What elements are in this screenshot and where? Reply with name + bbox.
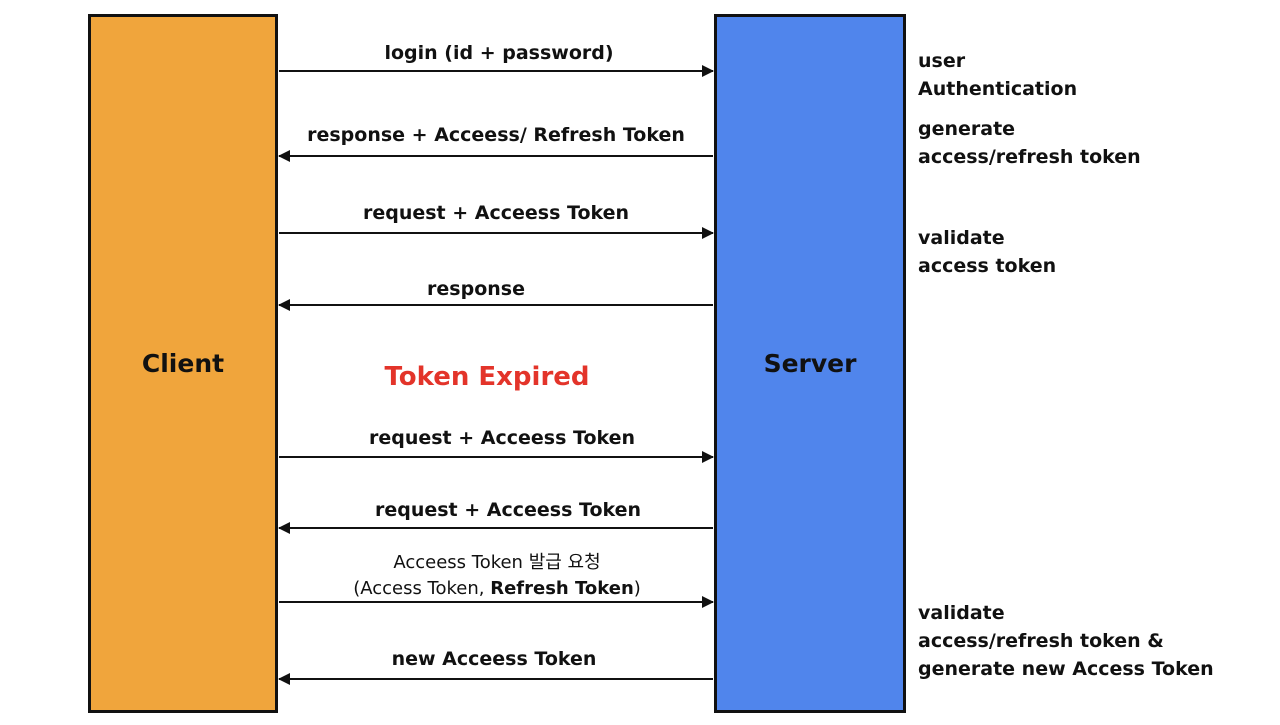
message-reissue-line1: Acceess Token 발급 요청 (393, 552, 601, 573)
note-validate-generate: validate access/refresh token & generate… (918, 599, 1214, 683)
message-reissue-request: Acceess Token 발급 요청 (Access Token, Refre… (353, 550, 641, 602)
note-1-line2: Authentication (918, 78, 1078, 100)
client-box: Client (88, 14, 278, 713)
note-4-line1: validate (918, 602, 1005, 624)
note-2-line1: generate (918, 118, 1016, 140)
note-validate-access: validate access token (918, 224, 1056, 280)
message-login: login (id + password) (384, 42, 614, 64)
message-request-back: request + Acceess Token (374, 499, 642, 521)
note-4-line3: generate new Access Token (918, 658, 1214, 680)
server-box: Server (714, 14, 906, 713)
note-user-authentication: user Authentication (918, 47, 1077, 103)
note-generate-tokens: generate access/refresh token (918, 115, 1141, 171)
message-response: response (427, 278, 525, 300)
message-request-expired: request + Acceess Token (368, 427, 636, 449)
message-reissue-line2-c: ) (633, 578, 641, 599)
message-new-access-token: new Acceess Token (391, 648, 597, 670)
note-1-line1: user (918, 50, 966, 72)
message-reissue-line2-b: Refresh Token (490, 578, 634, 599)
note-3-line2: access token (918, 255, 1057, 277)
message-reissue-line2-a: (Access Token, (353, 578, 491, 599)
note-3-line1: validate (918, 227, 1005, 249)
token-expired-label: Token Expired (384, 362, 590, 392)
client-label: Client (141, 349, 225, 378)
server-label: Server (763, 349, 857, 378)
note-4-line2: access/refresh token & (918, 630, 1164, 652)
message-request-access: request + Acceess Token (362, 202, 630, 224)
message-response-tokens: response + Acceess/ Refresh Token (307, 124, 685, 146)
note-2-line2: access/refresh token (918, 146, 1141, 168)
message-reissue-line2: (Access Token, Refresh Token) (353, 576, 641, 602)
